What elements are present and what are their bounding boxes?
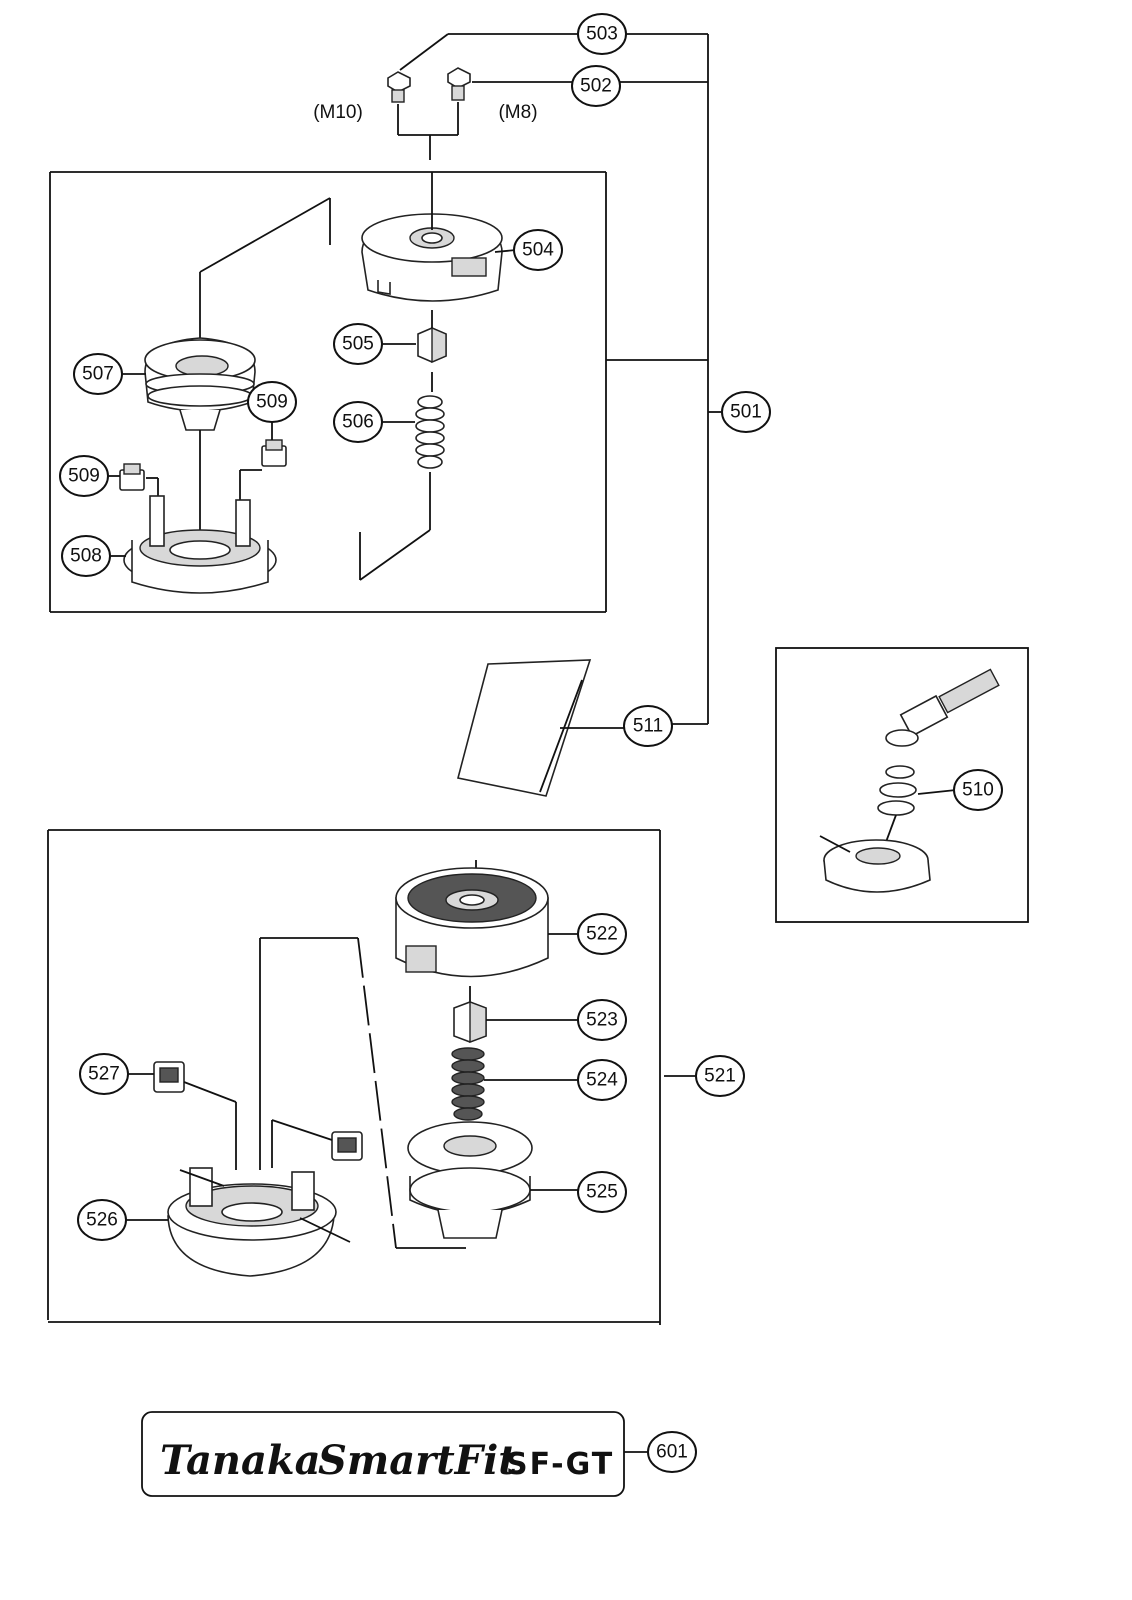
svg-text:524: 524 <box>586 1070 618 1091</box>
lower-cover <box>395 860 578 978</box>
svg-text:527: 527 <box>88 1064 120 1085</box>
callout-505: 505 <box>333 323 383 365</box>
svg-text:510: 510 <box>962 780 994 801</box>
svg-text:502: 502 <box>580 76 612 97</box>
svg-text:601: 601 <box>656 1442 688 1463</box>
callout-509-left: 509 <box>59 455 109 497</box>
lower-base <box>126 1167 351 1277</box>
callout-503: 503 <box>577 13 627 55</box>
svg-text:511: 511 <box>633 716 663 737</box>
bolt-bracket <box>397 102 459 160</box>
svg-text:509: 509 <box>256 392 288 413</box>
line-clip-right <box>239 422 287 508</box>
callout-501: 501 <box>721 391 771 433</box>
callout-510: 510 <box>953 769 1003 811</box>
lower-nut <box>453 986 578 1044</box>
nut <box>417 326 447 364</box>
callouts: 503 502 504 505 506 507 509 509 508 501 … <box>59 13 1003 1473</box>
svg-text:525: 525 <box>586 1182 618 1203</box>
installed-view <box>819 668 1000 893</box>
logo-product-text: SmartFit <box>318 1437 517 1484</box>
installed-view-frame <box>775 647 1029 923</box>
svg-text:503: 503 <box>586 24 618 45</box>
logo-model-text: SF-GT <box>506 1447 614 1482</box>
spool <box>120 197 331 540</box>
svg-text:522: 522 <box>586 924 618 945</box>
callout-527: 527 <box>79 1053 129 1095</box>
callout-601: 601 <box>647 1431 697 1473</box>
product-logo: Tanaka SmartFit SF-GT <box>141 1411 650 1497</box>
lower-clip-left <box>128 1061 237 1170</box>
spool-cover <box>361 213 503 302</box>
thread-label-m10: (M10) <box>313 102 363 123</box>
svg-text:509: 509 <box>68 466 100 487</box>
svg-text:505: 505 <box>342 334 374 355</box>
bolts <box>387 67 471 103</box>
callout-509-right: 509 <box>247 381 297 423</box>
lower-clip-right <box>271 1119 363 1168</box>
instruction-manual <box>457 659 624 797</box>
callout-507: 507 <box>73 353 123 395</box>
upper-assembly-frame <box>49 171 607 613</box>
spring <box>359 372 445 581</box>
callout-504: 504 <box>513 229 563 271</box>
svg-text:501: 501 <box>730 402 762 423</box>
callout-525: 525 <box>577 1171 627 1213</box>
lower-spool <box>407 1121 578 1239</box>
callout-521: 521 <box>695 1055 745 1097</box>
callout-522: 522 <box>577 913 627 955</box>
callout-524: 524 <box>577 1059 627 1101</box>
logo-brand-text: Tanaka <box>160 1437 321 1484</box>
svg-text:508: 508 <box>70 546 102 567</box>
svg-text:521: 521 <box>704 1066 736 1087</box>
callout-506: 506 <box>333 401 383 443</box>
callout-526: 526 <box>77 1199 127 1241</box>
thread-label-m8: (M8) <box>498 102 537 123</box>
callout-502: 502 <box>571 65 621 107</box>
svg-text:504: 504 <box>522 240 554 261</box>
callout-508: 508 <box>61 535 111 577</box>
leader-tree-501 <box>399 33 722 725</box>
callout-523: 523 <box>577 999 627 1041</box>
svg-text:523: 523 <box>586 1010 618 1031</box>
lower-leaders <box>259 937 466 1249</box>
svg-text:507: 507 <box>82 364 114 385</box>
callout-511: 511 <box>623 705 673 747</box>
lower-assembly-frame <box>47 829 696 1325</box>
spool-base <box>110 495 277 594</box>
svg-text:506: 506 <box>342 412 374 433</box>
svg-text:526: 526 <box>86 1210 118 1231</box>
lower-spring <box>451 1047 578 1121</box>
